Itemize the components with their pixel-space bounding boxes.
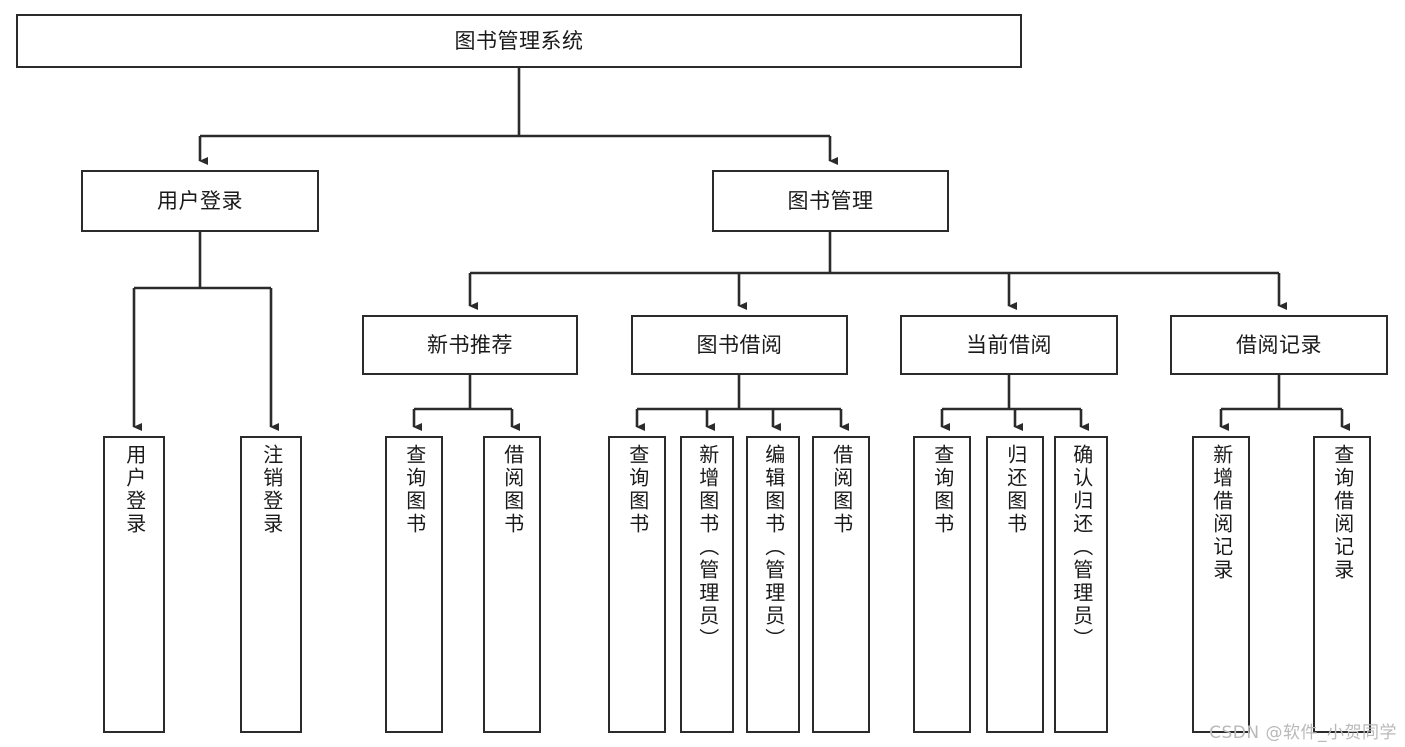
leaf-node-label: 新增图书（管理员） bbox=[695, 444, 720, 651]
leaf-node-label: 查询图书 bbox=[625, 444, 650, 536]
leaf-node-label: 注销登录 bbox=[259, 444, 284, 536]
leaf-node-label: 用户登录 bbox=[122, 444, 147, 536]
leaf-node-8[interactable]: 查询图书 bbox=[913, 436, 971, 733]
leaf-node-2[interactable]: 查询图书 bbox=[385, 436, 443, 733]
level3-node-3[interactable]: 借阅记录 bbox=[1170, 315, 1388, 375]
level3-node-label: 当前借阅 bbox=[966, 332, 1052, 357]
leaf-node-11[interactable]: 新增借阅记录 bbox=[1192, 436, 1250, 733]
root-node-label: 图书管理系统 bbox=[454, 28, 584, 53]
level3-node-1[interactable]: 图书借阅 bbox=[631, 315, 848, 375]
level2-node-label: 图书管理 bbox=[787, 188, 874, 213]
leaf-node-label: 新增借阅记录 bbox=[1209, 444, 1234, 582]
connector-layer bbox=[132, 68, 1350, 431]
level2-node-label: 用户登录 bbox=[157, 188, 243, 213]
leaf-node-label: 查询借阅记录 bbox=[1330, 444, 1355, 582]
leaf-node-1[interactable]: 注销登录 bbox=[240, 436, 302, 733]
leaf-node-label: 确认归还（管理员） bbox=[1069, 444, 1094, 651]
level3-node-2[interactable]: 当前借阅 bbox=[900, 315, 1118, 375]
leaf-node-label: 借阅图书 bbox=[829, 444, 854, 536]
level2-node-1[interactable]: 图书管理 bbox=[712, 170, 949, 232]
leaf-node-6[interactable]: 编辑图书（管理员） bbox=[746, 436, 800, 733]
leaf-node-label: 查询图书 bbox=[402, 444, 427, 536]
leaf-node-label: 查询图书 bbox=[930, 444, 955, 536]
leaf-node-0[interactable]: 用户登录 bbox=[103, 436, 165, 733]
leaf-node-10[interactable]: 确认归还（管理员） bbox=[1054, 436, 1108, 733]
leaf-node-4[interactable]: 查询图书 bbox=[608, 436, 666, 733]
leaf-node-label: 编辑图书（管理员） bbox=[761, 444, 786, 651]
root-node[interactable]: 图书管理系统 bbox=[16, 14, 1022, 68]
level3-node-label: 借阅记录 bbox=[1236, 332, 1322, 357]
leaf-node-label: 借阅图书 bbox=[500, 444, 525, 536]
leaf-node-7[interactable]: 借阅图书 bbox=[812, 436, 870, 733]
leaf-node-3[interactable]: 借阅图书 bbox=[483, 436, 541, 733]
leaf-node-12[interactable]: 查询借阅记录 bbox=[1313, 436, 1371, 733]
leaf-node-label: 归还图书 bbox=[1003, 444, 1028, 536]
level2-node-0[interactable]: 用户登录 bbox=[81, 170, 319, 232]
leaf-node-9[interactable]: 归还图书 bbox=[986, 436, 1044, 733]
leaf-node-5[interactable]: 新增图书（管理员） bbox=[680, 436, 734, 733]
level3-node-0[interactable]: 新书推荐 bbox=[362, 315, 578, 375]
level3-node-label: 新书推荐 bbox=[427, 332, 513, 357]
level3-node-label: 图书借阅 bbox=[696, 332, 783, 357]
